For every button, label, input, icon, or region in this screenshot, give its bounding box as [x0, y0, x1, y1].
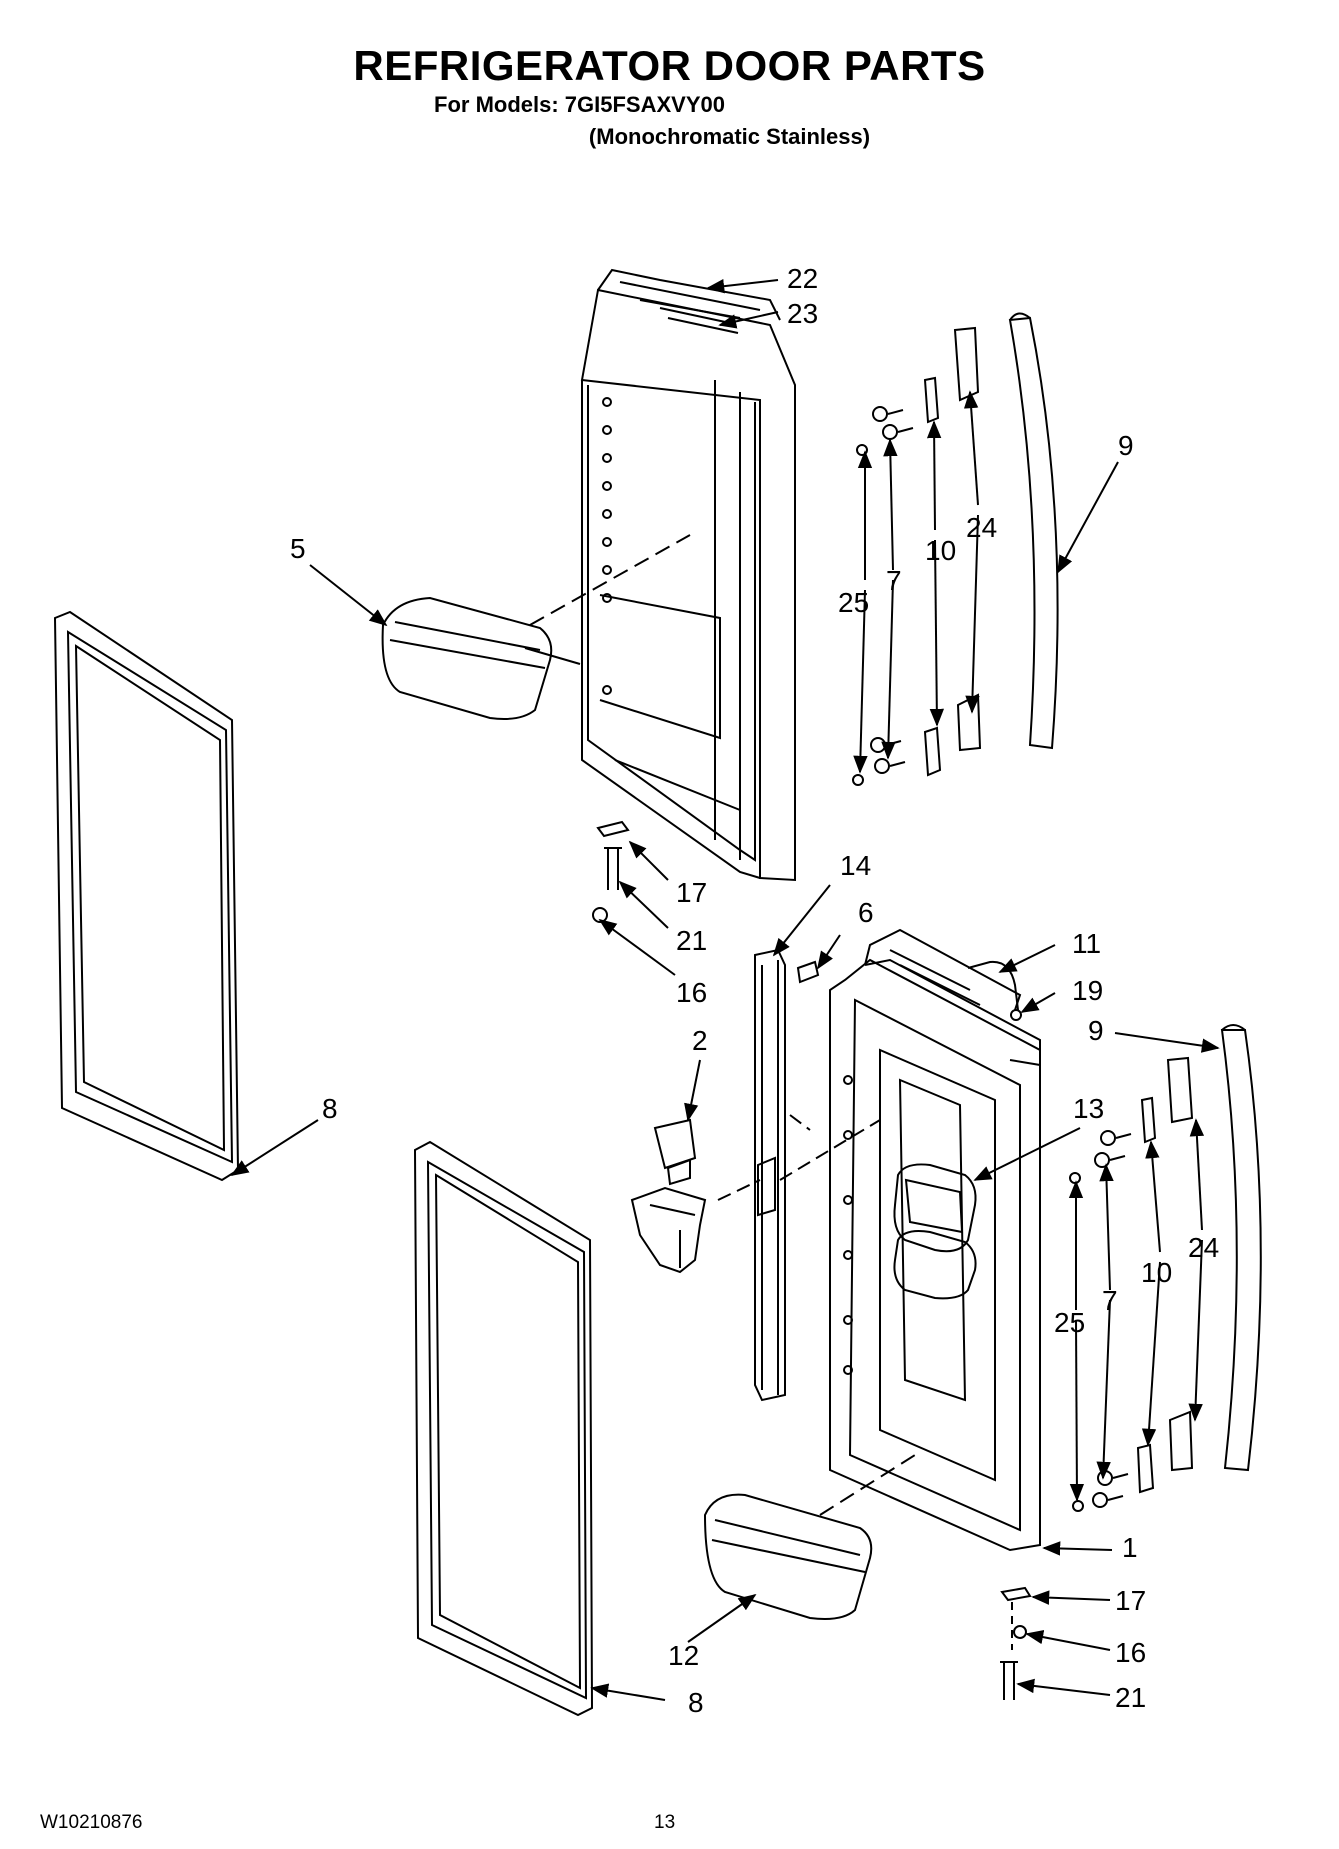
- callout-24-lower: 24: [1188, 1232, 1219, 1263]
- upper-door-handle: [1008, 312, 1059, 750]
- callout-21-lower: 21: [1115, 1682, 1146, 1713]
- callout-16-upper: 16: [676, 977, 707, 1008]
- callout-11: 11: [1072, 928, 1101, 959]
- callout-14: 14: [840, 850, 871, 881]
- upper-door-liner: [580, 268, 796, 882]
- models-line: For Models: 7GI5FSAXVY00: [434, 92, 725, 117]
- finish-line: (Monochromatic Stainless): [588, 124, 871, 149]
- callout-25-lower: 25: [1054, 1307, 1085, 1338]
- callout-16-lower: 16: [1115, 1637, 1146, 1668]
- callout-9-upper: 9: [1118, 430, 1134, 461]
- lower-door-liner: [829, 928, 1041, 1552]
- document-number: W10210876: [40, 1812, 143, 1833]
- callout-7-upper: 7: [886, 565, 902, 596]
- flipper-mullion-bar: [754, 948, 786, 1402]
- callout-24-upper: 24: [966, 512, 997, 543]
- lower-door-bin: [703, 1493, 873, 1620]
- callout-leaders: [230, 279, 1220, 1701]
- callout-2: 2: [692, 1025, 708, 1056]
- callout-12: 12: [668, 1640, 699, 1671]
- page-title: REFRIGERATOR DOOR PARTS: [353, 42, 986, 89]
- callout-7-lower: 7: [1102, 1285, 1118, 1316]
- callout-17-upper: 17: [676, 877, 707, 908]
- callout-17-lower: 17: [1115, 1585, 1146, 1616]
- page-number: 13: [654, 1812, 676, 1833]
- upper-hinge-hardware: [592, 820, 630, 923]
- right-door-gasket: [413, 1140, 594, 1717]
- bin-mount-leader: [529, 534, 691, 626]
- callout-9-lower: 9: [1088, 1015, 1104, 1046]
- callout-6: 6: [858, 897, 874, 928]
- ice-chute-parts: [630, 1118, 707, 1274]
- upper-door-bin: [381, 596, 581, 720]
- callout-10-upper: 10: [925, 535, 956, 566]
- lower-door-handle: [1220, 1024, 1262, 1472]
- lower-handle-hardware: [1069, 1056, 1194, 1512]
- callout-23: 23: [787, 298, 818, 329]
- callout-21-upper: 21: [676, 925, 707, 956]
- callout-8-left: 8: [322, 1093, 338, 1124]
- dispenser-seal: [893, 1163, 977, 1300]
- callout-5: 5: [290, 533, 306, 564]
- upper-handle-hardware: [852, 326, 982, 786]
- callout-25-upper: 25: [838, 587, 869, 618]
- callout-19: 19: [1072, 975, 1103, 1006]
- callout-13: 13: [1073, 1093, 1104, 1124]
- lower-hinge-hardware: [1000, 1586, 1032, 1700]
- callout-8-right: 8: [688, 1687, 704, 1718]
- callout-1: 1: [1122, 1532, 1138, 1563]
- callout-10-lower: 10: [1141, 1257, 1172, 1288]
- left-door-gasket: [53, 610, 240, 1182]
- callout-labels: 22 23 9 24 10 7 25 5 17 21 16 8 14 6 2 1…: [290, 263, 1219, 1718]
- callout-22: 22: [787, 263, 818, 294]
